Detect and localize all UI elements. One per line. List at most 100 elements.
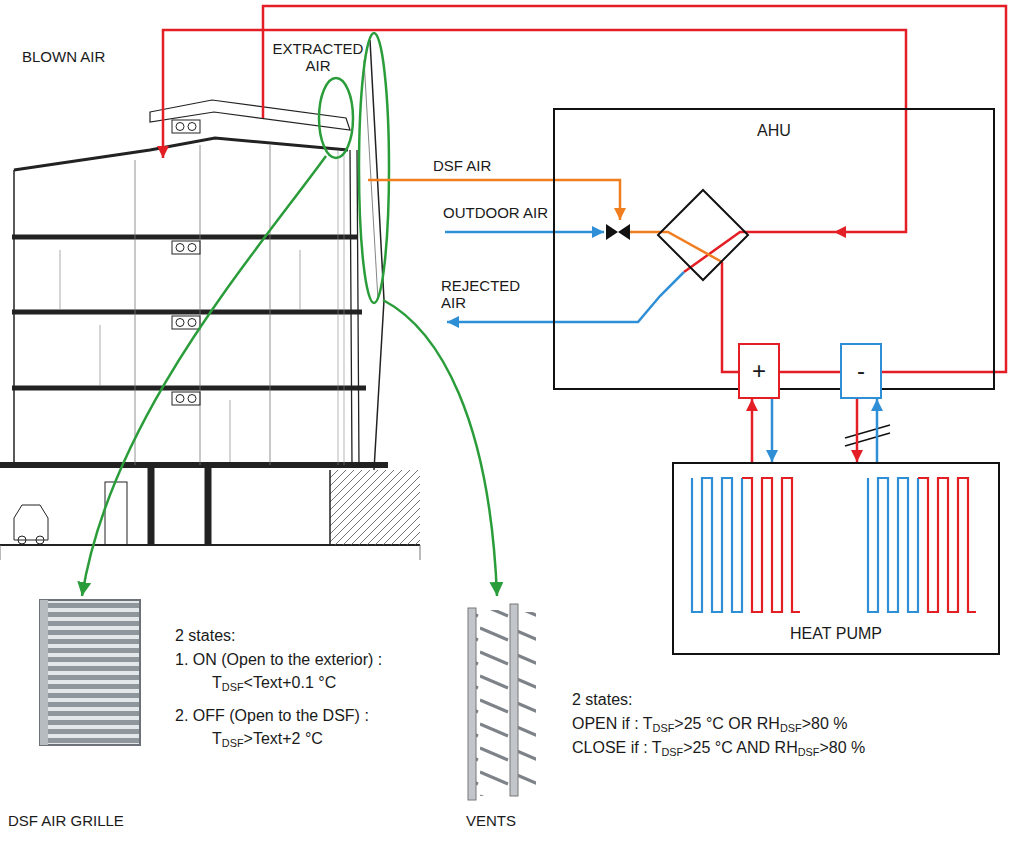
building-section <box>0 545 420 560</box>
flow-label: OUTDOOR AIR <box>443 204 548 222</box>
unit-name: HEAT PUMP <box>790 625 882 643</box>
coil <box>918 478 976 612</box>
callout-highlight <box>359 33 389 303</box>
building-section <box>172 241 200 254</box>
state-note: TDSF<Text+0.1 °C <box>212 673 336 692</box>
building-section <box>14 505 48 540</box>
picture-caption: VENTS <box>466 812 516 830</box>
pipe-break-mark <box>845 433 890 446</box>
state-note: 2 states: <box>175 626 235 645</box>
air-duct <box>163 30 906 232</box>
coil <box>742 478 800 612</box>
heat-exchanger <box>658 190 748 280</box>
flow-label: DSF AIR <box>433 157 491 175</box>
vent-louvre-picture <box>518 612 536 792</box>
building-section <box>105 482 127 545</box>
air-grille-picture <box>40 600 140 745</box>
subscript: DSF <box>780 722 802 734</box>
state-note: 2. OFF (Open to the DSF) : <box>175 706 369 725</box>
pipe-connector <box>751 399 754 462</box>
picture-caption: DSF AIR GRILLE <box>8 812 124 830</box>
vent-louvre-picture <box>476 610 510 796</box>
heating-coil-box: + <box>738 343 780 399</box>
building-section <box>188 319 196 327</box>
coil <box>692 478 742 612</box>
building-section <box>18 536 26 544</box>
building-section <box>135 145 270 465</box>
building-section <box>176 244 184 252</box>
building-section <box>188 244 196 252</box>
pipe-connector <box>771 399 774 462</box>
pipe-connector <box>780 371 840 374</box>
building-section <box>36 536 44 544</box>
state-note: TDSF>Text+2 °C <box>212 729 323 748</box>
coil-sign: + <box>752 359 766 383</box>
ahu-box: AHU + - <box>553 108 995 390</box>
building-section <box>12 235 358 240</box>
building-section <box>13 170 15 465</box>
building-section <box>205 465 211 545</box>
subscript: DSF <box>798 746 820 758</box>
coil <box>692 478 976 612</box>
building-section <box>0 40 420 560</box>
building-section <box>176 395 184 403</box>
flow-label: EXTRACTED AIR <box>268 40 368 74</box>
vent-louvre-picture <box>468 604 536 800</box>
air-duct <box>445 231 604 234</box>
callout-highlight <box>319 78 353 158</box>
building-section <box>60 250 300 462</box>
vent-louvre-picture <box>468 608 476 800</box>
subscript: DSF <box>662 746 684 758</box>
air-grille-picture <box>40 600 140 745</box>
building-section <box>172 316 200 329</box>
cooling-coil-box: - <box>840 343 882 399</box>
building-section <box>172 120 200 133</box>
three-way-valve <box>606 224 618 240</box>
building-section <box>176 123 184 131</box>
coil-sign: - <box>857 359 865 383</box>
building-section <box>330 470 420 545</box>
building-section <box>370 40 384 470</box>
callout-highlight <box>82 156 326 596</box>
building-section <box>188 395 196 403</box>
air-duct <box>163 6 1006 372</box>
pipe-connector <box>856 399 859 462</box>
vent-louvre-picture <box>510 604 518 796</box>
building-section <box>148 465 154 545</box>
building-section <box>350 150 359 465</box>
heat-pump-box: HEAT PUMP <box>672 462 1000 655</box>
building-section <box>176 319 184 327</box>
unit-name: AHU <box>757 122 791 140</box>
flow-label: REJECTED AIR <box>441 277 533 311</box>
three-way-valve <box>606 224 630 240</box>
building-section <box>338 150 344 465</box>
building-section <box>329 470 331 545</box>
subscript: DSF <box>653 722 675 734</box>
pipe-connector <box>876 399 879 462</box>
callout-highlight <box>383 300 497 596</box>
air-grille-picture <box>40 600 48 745</box>
pipe-break-mark <box>845 425 890 438</box>
building-section <box>0 462 388 468</box>
air-duct <box>630 232 722 262</box>
building-section <box>188 123 196 131</box>
building-section <box>12 310 362 315</box>
state-note: CLOSE if : TDSF>25 °C AND RHDSF>80 % <box>572 738 865 757</box>
air-duct <box>263 6 1006 372</box>
heat-exchanger <box>658 190 748 280</box>
flow-label: BLOWN AIR <box>22 48 105 66</box>
building-section <box>14 138 348 170</box>
air-duct <box>722 262 738 372</box>
coil <box>868 478 918 612</box>
three-way-valve <box>618 224 630 240</box>
subscript: DSF <box>222 737 244 749</box>
state-note: OPEN if : TDSF>25 °C OR RHDSF>80 % <box>572 714 847 733</box>
building-section <box>12 386 366 391</box>
state-note: 1. ON (Open to the exterior) : <box>175 650 382 669</box>
pipe-break-mark <box>845 425 890 446</box>
subscript: DSF <box>222 681 244 693</box>
building-section <box>172 392 200 405</box>
